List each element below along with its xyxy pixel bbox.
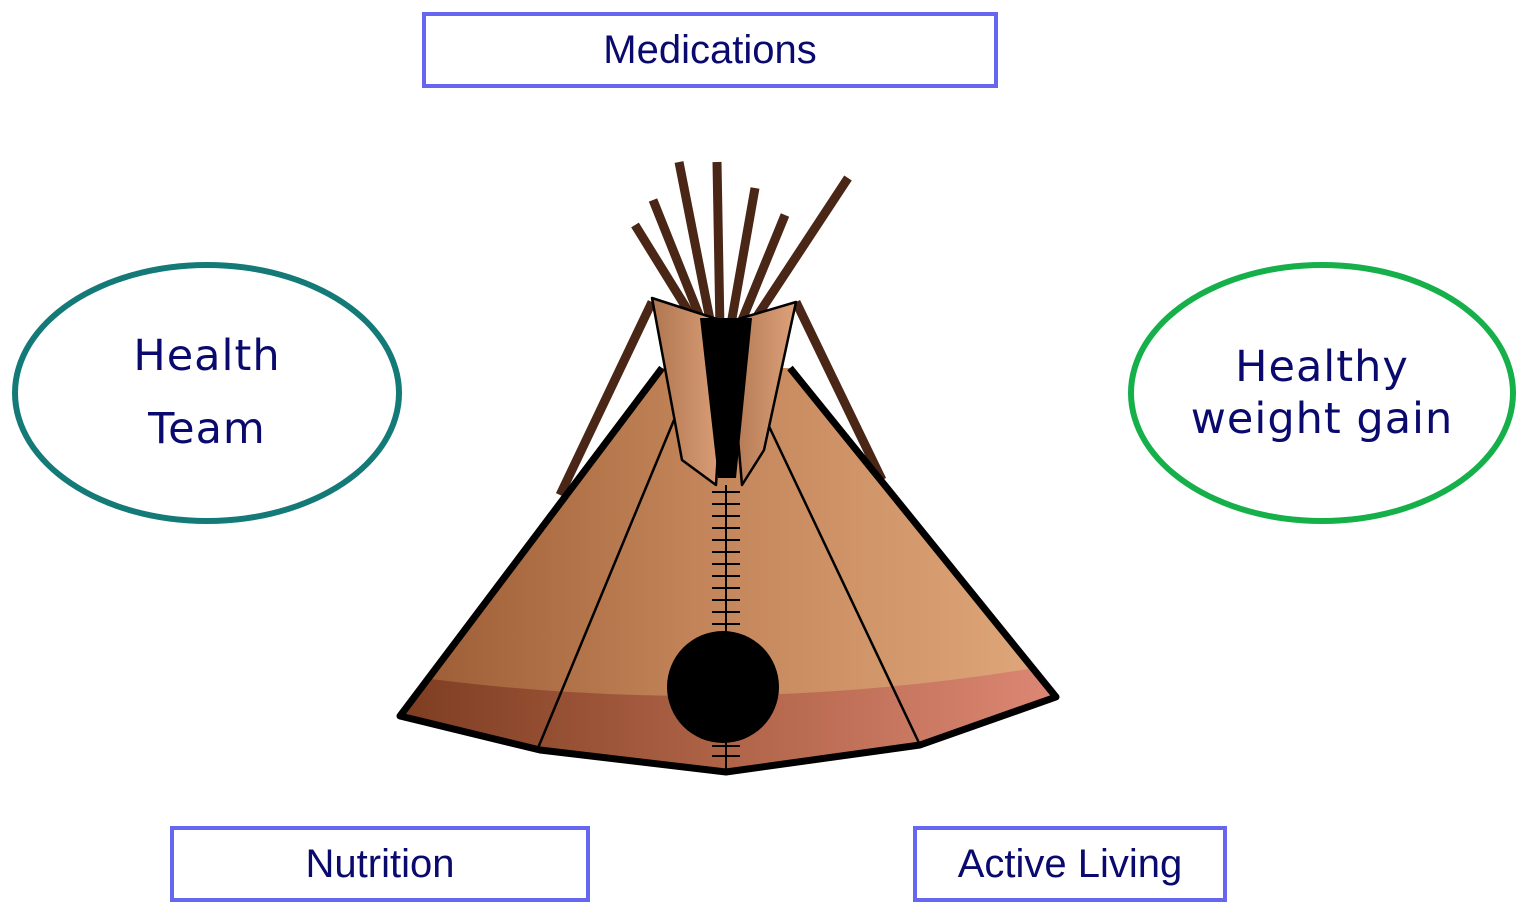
health-team-oval: Health Team	[12, 262, 402, 524]
nutrition-box: Nutrition	[170, 826, 590, 902]
healthy-weight-gain-oval: Healthy weight gain	[1128, 262, 1516, 524]
health-team-line-1: Health	[133, 320, 280, 393]
nutrition-label: Nutrition	[306, 844, 455, 884]
healthy-weight-gain-line-2: weight gain	[1191, 393, 1454, 445]
tipi-icon	[380, 150, 1080, 790]
medications-box: Medications	[422, 12, 998, 88]
health-team-line-2: Team	[148, 393, 266, 466]
medications-label: Medications	[603, 30, 816, 70]
active-living-box: Active Living	[913, 826, 1227, 902]
active-living-label: Active Living	[958, 844, 1183, 884]
healthy-weight-gain-line-1: Healthy	[1235, 341, 1409, 393]
tipi-door	[667, 631, 779, 743]
